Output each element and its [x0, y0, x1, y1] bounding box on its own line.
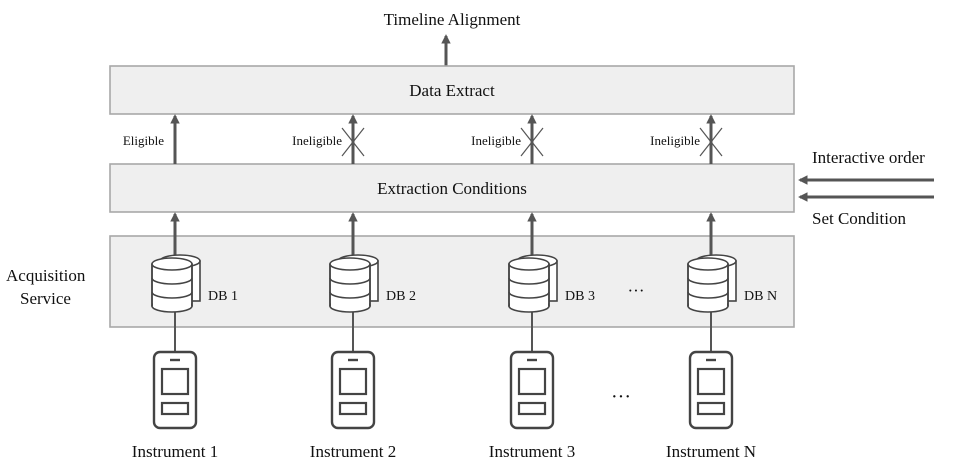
status-label: Ineligible — [471, 133, 521, 148]
instrument-label: Instrument N — [666, 442, 756, 461]
extraction-conditions-box — [109, 163, 795, 213]
instrument-button — [160, 401, 190, 416]
acquisition-service-label: Acquisition Service — [6, 266, 90, 308]
data-extract-label: Data Extract — [409, 81, 495, 100]
column-2: Ineligible DB 2 Instrument 2 — [292, 114, 416, 461]
database-top — [508, 257, 550, 271]
database-top — [329, 257, 371, 271]
database-label: DB 1 — [208, 289, 238, 304]
database-top — [151, 257, 193, 271]
database-mask — [689, 296, 727, 306]
extraction-conditions-label: Extraction Conditions — [377, 179, 527, 198]
column-1: Eligible DB 1 Instrument 1 — [123, 114, 238, 461]
status-label: Ineligible — [292, 133, 342, 148]
instrument-label: Instrument 2 — [310, 442, 396, 461]
instrument-screen — [517, 367, 547, 396]
acquisition-service-line-1: Acquisition — [6, 266, 86, 285]
instrument-screen — [160, 367, 190, 396]
database-icon — [687, 254, 737, 313]
instrument-label: Instrument 1 — [132, 442, 218, 461]
database-mask — [331, 296, 369, 306]
database-mask — [510, 296, 548, 306]
interactive-order-label: Interactive order — [812, 148, 925, 167]
database-mask — [153, 296, 191, 306]
column-4: Ineligible DB N Instrument N — [650, 114, 777, 461]
database-icon — [329, 254, 379, 313]
status-label: Ineligible — [650, 133, 700, 148]
db-ellipsis: ··· — [628, 281, 645, 300]
ineligible-cross-icon — [341, 127, 365, 157]
database-ring — [508, 277, 550, 285]
instrument-icon — [330, 350, 376, 430]
instrument-button — [696, 401, 726, 416]
database-ring — [329, 291, 371, 299]
column-3: Ineligible DB 3 Instrument 3 — [471, 114, 595, 461]
instrument-icon — [152, 350, 198, 430]
database-label: DB 3 — [565, 289, 595, 304]
database-top — [687, 257, 729, 271]
status-label: Eligible — [123, 133, 164, 148]
database-label: DB N — [744, 289, 777, 304]
instrument-ellipsis: ··· — [611, 386, 631, 408]
database-ring — [151, 277, 193, 285]
acquisition-service-box — [109, 235, 795, 328]
set-condition-label: Set Condition — [812, 209, 906, 228]
instrument-screen — [696, 367, 726, 396]
database-ring — [329, 277, 371, 285]
database-ring — [151, 291, 193, 299]
database-ring — [687, 277, 729, 285]
instrument-screen — [338, 367, 368, 396]
ineligible-cross-icon — [699, 127, 723, 157]
database-ring — [508, 291, 550, 299]
instrument-label: Instrument 3 — [489, 442, 575, 461]
instrument-icon — [688, 350, 734, 430]
data-extract-box — [109, 65, 795, 115]
instrument-button — [338, 401, 368, 416]
timeline-alignment-label: Timeline Alignment — [384, 10, 521, 29]
database-label: DB 2 — [386, 289, 416, 304]
ineligible-cross-icon — [520, 127, 544, 157]
instrument-button — [517, 401, 547, 416]
database-icon — [508, 254, 558, 313]
instrument-icon — [509, 350, 555, 430]
database-icon — [151, 254, 201, 313]
database-ring — [687, 291, 729, 299]
acquisition-service-line-2: Service — [20, 289, 71, 308]
